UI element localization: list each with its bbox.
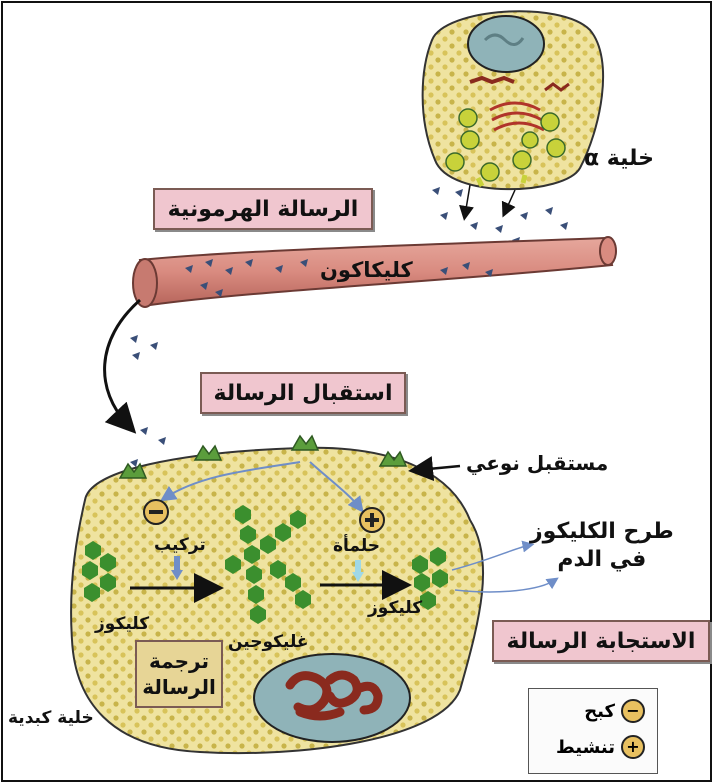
secretion-arrow — [465, 185, 470, 215]
glucagon-particles-released — [432, 187, 568, 245]
glucose-left-label: كليكوز — [95, 614, 149, 634]
inhibition-marker — [144, 500, 168, 524]
hormonal-message-box: الرسالة الهرمونية — [153, 188, 373, 230]
legend-inhibition-label: كبح — [584, 701, 615, 722]
liver-cell — [71, 436, 483, 753]
liver-cell-label: خلية كبدية — [8, 708, 94, 728]
message-response-box: الاستجابة الرسالة — [492, 620, 710, 662]
activation-marker — [360, 508, 384, 532]
legend-activation: + تنشيط — [556, 735, 645, 759]
message-translation-line1: ترجمة — [149, 648, 209, 674]
legend-activation-label: تنشيط — [556, 737, 615, 758]
message-translation-box: ترجمة الرسالة — [135, 640, 223, 708]
synthesis-label: تركيب — [154, 535, 206, 555]
legend-inhibition: − كبح — [584, 699, 645, 723]
activation-icon: + — [621, 735, 645, 759]
receptor-pointer — [418, 466, 460, 470]
glucagon-particles-transit — [130, 335, 166, 467]
specific-receptor-label: مستقبل نوعي — [466, 451, 608, 475]
message-translation-line2: الرسالة — [142, 674, 216, 700]
glucagon-label: كليكاكون — [320, 258, 413, 282]
glucose-release-label: طرح الكليكوز في الدم — [530, 518, 674, 574]
message-reception-box: استقبال الرسالة — [200, 372, 406, 414]
glucose-release-line2: في الدم — [530, 546, 674, 574]
legend-box: − كبح + تنشيط — [528, 688, 658, 774]
secretion-arrow — [505, 190, 515, 212]
glucose-right-label: كليكوز — [368, 598, 422, 618]
hydrolysis-label: حلمأة — [333, 536, 380, 556]
alpha-cell-label: خلية α — [584, 146, 654, 171]
inhibition-icon: − — [621, 699, 645, 723]
alpha-cell — [423, 11, 603, 189]
transport-arrow — [105, 300, 140, 425]
alpha-cell-nucleus — [468, 16, 544, 72]
glucose-release-line1: طرح الكليكوز — [530, 518, 674, 546]
glycogen-label: غليكوجين — [228, 632, 309, 652]
